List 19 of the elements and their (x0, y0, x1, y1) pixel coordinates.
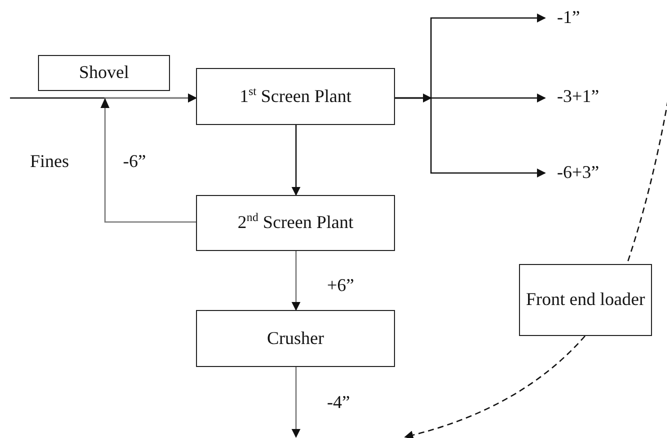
arrow (395, 97, 546, 178)
box-label: Front end loader (526, 289, 645, 311)
dashed-arrow (404, 336, 586, 438)
box-label: Crusher (267, 328, 324, 350)
arrow (292, 367, 300, 438)
arrow (292, 251, 300, 311)
equipment-box (519, 264, 652, 336)
size-fraction-label: -1” (545, 6, 595, 30)
box-label: 2$^{nd}$ Screen Plant (238, 212, 354, 234)
process-box (38, 55, 170, 91)
process-box (196, 68, 395, 125)
box-label: 1$^{st}$ Screen Plant (240, 86, 352, 108)
box-label: Shovel (78, 62, 129, 84)
size-fraction-label: -3+1” (545, 85, 605, 109)
size-fraction-label: -6+3” (545, 161, 607, 185)
process-box (196, 195, 395, 251)
arrow (100, 94, 197, 223)
arrow (292, 125, 300, 196)
process-box (196, 310, 395, 367)
